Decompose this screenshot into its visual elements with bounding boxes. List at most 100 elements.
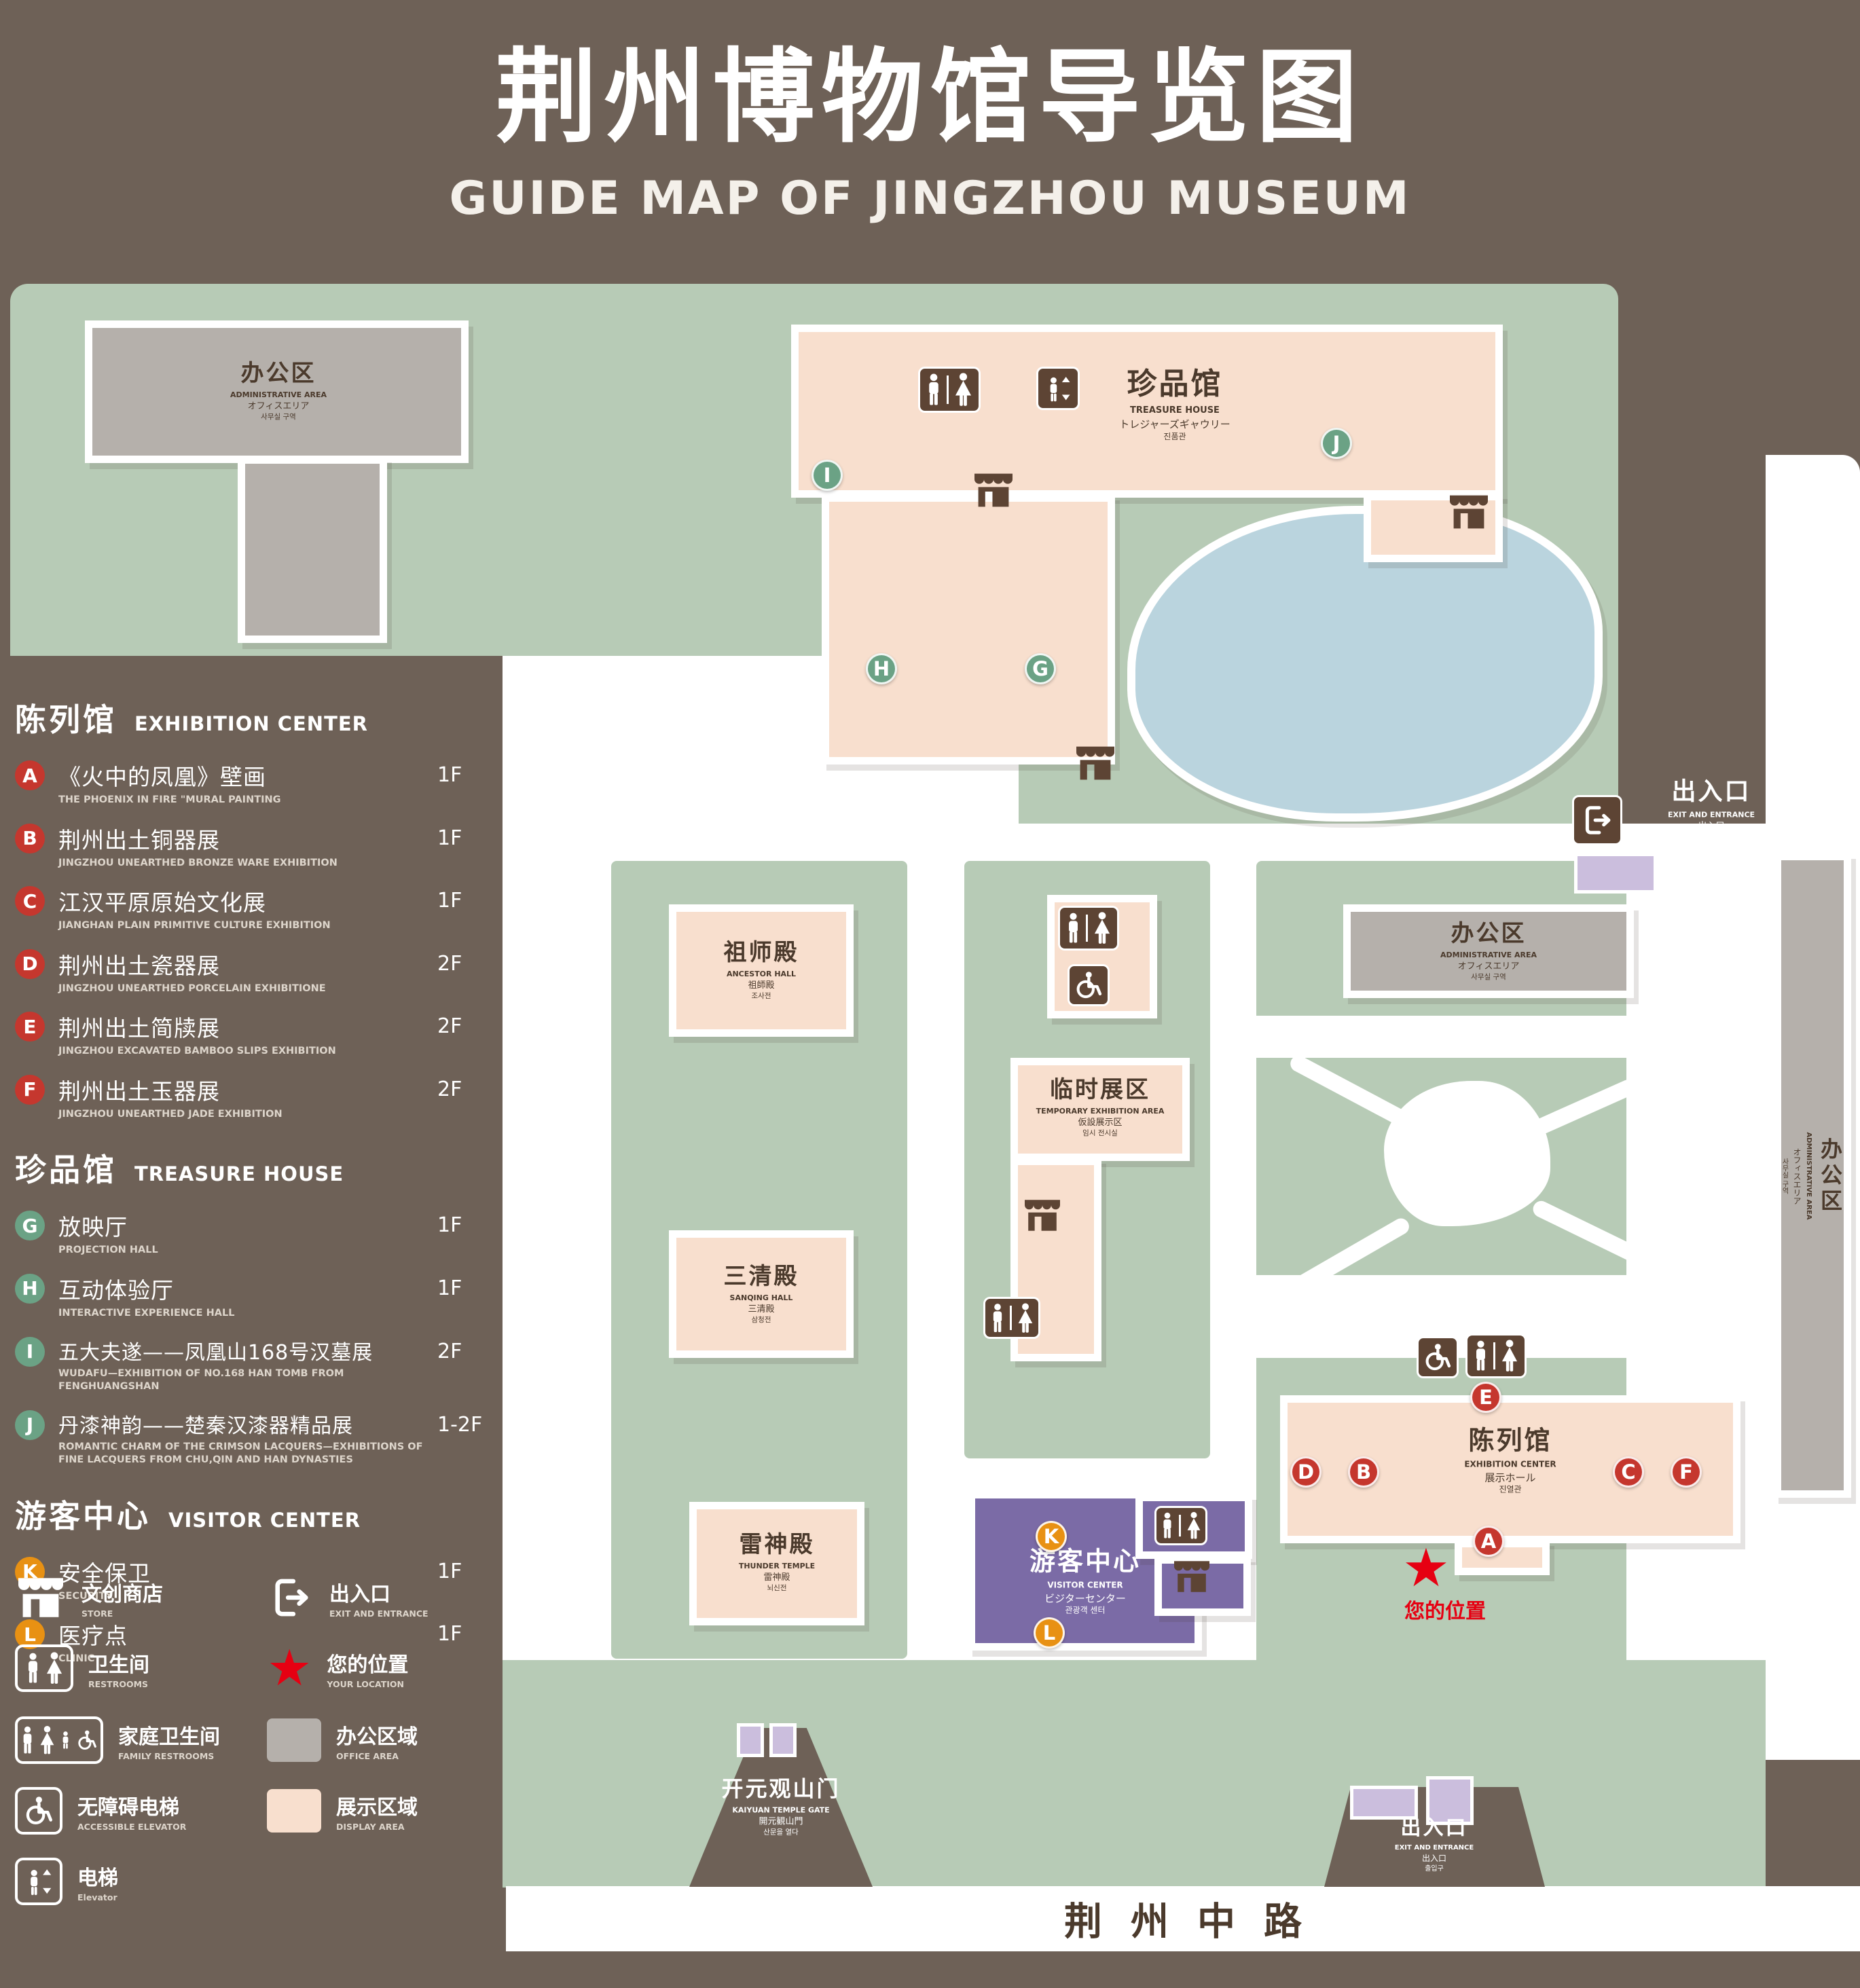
thunder-temple-label: 雷神殿 THUNDER TEMPLE 雷神殿 뇌신전	[738, 1530, 816, 1593]
road	[506, 1886, 1860, 1951]
admin-building-topleft-1	[85, 320, 469, 463]
legend-section-visitor-center: 游客中心 VISITOR CENTER	[15, 1497, 361, 1534]
exit-arrow-icon	[1580, 803, 1614, 837]
male-icon	[26, 1652, 40, 1685]
admin-right-label: 办公区 ADMINISTRATIVE AREA オフィスエリア 사무실 구역	[1440, 919, 1537, 982]
ancestor-hall-label: 祖师殿 ANCESTOR HALL 祖師殿 조사전	[723, 938, 799, 1001]
sanqing-hall-building	[669, 1230, 854, 1358]
treasure-house-west-wing	[822, 494, 1115, 765]
accessible-elevator-icon	[15, 1787, 62, 1835]
elevator-glyph-icon	[22, 1865, 55, 1898]
admin-building-topleft-2	[238, 456, 387, 643]
elevator-icon	[1036, 367, 1080, 410]
admin-building-right	[1343, 904, 1634, 998]
gate-booth-2	[769, 1723, 797, 1757]
divider	[1086, 915, 1088, 942]
legend-section-exhibition-center: 陈列馆 EXHIBITION CENTER	[15, 701, 369, 738]
divider	[1493, 1342, 1495, 1369]
exit-icon	[267, 1575, 314, 1620]
restroom-icon	[15, 1644, 73, 1692]
restroom-icon	[983, 1297, 1040, 1339]
admin-far-right-label: 办公区 ADMINISTRATIVE AREA オフィスエリア 사무실 구역	[1781, 1132, 1843, 1220]
exit-bottom-kiosk-1	[1350, 1786, 1418, 1820]
your-location-star-icon: ★	[267, 1639, 312, 1697]
road-label: 荆州中路	[1064, 1900, 1330, 1945]
child-icon	[60, 1730, 71, 1750]
your-location-label: 您的位置	[1404, 1600, 1486, 1623]
thunder-temple-building	[689, 1502, 864, 1625]
display-area-swatch	[267, 1789, 321, 1833]
your-location-star-icon: ★	[1402, 1538, 1450, 1599]
marker-badge-h: H	[15, 1273, 45, 1304]
map-marker-l: L	[1034, 1617, 1065, 1649]
exit-bottom-kiosk-2	[1426, 1776, 1474, 1825]
male-icon	[1474, 1340, 1488, 1372]
marker-badge-i: I	[15, 1336, 45, 1367]
page-subtitle: GUIDE MAP OF JINGZHOU MUSEUM	[449, 172, 1411, 225]
restroom-icon	[1465, 1333, 1527, 1378]
divider	[1178, 1515, 1181, 1536]
admin-topleft-label: 办公区 ADMINISTRATIVE AREA オフィスエリア 사무실 구역	[230, 359, 327, 422]
gate-label: 开元观山门 KAIYUAN TEMPLE GATE 開元観山門 산문을 열다	[721, 1775, 841, 1837]
exit-top-label: 出入口 EXIT AND ENTRANCE 出入口 출입구	[1667, 777, 1755, 841]
female-icon	[1186, 1511, 1201, 1540]
female-icon	[954, 373, 972, 407]
female-icon	[1017, 1303, 1034, 1333]
marker-badge-l: L	[15, 1619, 45, 1650]
header: 荆州博物馆导览图 GUIDE MAP OF JINGZHOU MUSEUM	[0, 15, 1860, 225]
admin-building-far-right	[1774, 853, 1851, 1498]
marker-badge-e: E	[15, 1012, 45, 1042]
accessible-restroom-icon	[1068, 964, 1110, 1006]
store-icon	[1074, 744, 1116, 782]
male-icon	[1161, 1511, 1173, 1540]
map-marker-j: J	[1321, 428, 1352, 459]
temporary-exhibition-annex	[1010, 1158, 1101, 1361]
restroom-icon	[1154, 1506, 1207, 1545]
store-icon	[972, 471, 1015, 509]
marker-badge-b: B	[15, 823, 45, 853]
restroom-icon	[1058, 906, 1119, 951]
divider	[1009, 1306, 1012, 1330]
store-icon	[1172, 1559, 1211, 1594]
female-icon	[1093, 912, 1111, 944]
ancestor-hall-building	[669, 904, 854, 1037]
store-icon	[15, 1575, 67, 1620]
temporary-exhibition-building	[1010, 1058, 1190, 1161]
marker-badge-g: G	[15, 1211, 45, 1241]
legend-section-treasure-house: 珍品馆 TREASURE HOUSE	[15, 1152, 344, 1189]
exit-icon	[1572, 795, 1622, 845]
wheelchair-icon	[1423, 1342, 1453, 1372]
female-icon	[39, 1725, 55, 1755]
map-marker-h: H	[866, 653, 897, 684]
map-marker-b: B	[1348, 1456, 1379, 1488]
visitor-center-label: 游客中心 VISITOR CENTER ビジターセンター 관광객 센터	[1029, 1546, 1142, 1615]
restroom-icon	[918, 367, 981, 413]
marker-badge-f: F	[15, 1074, 45, 1105]
map-marker-e: E	[1470, 1382, 1501, 1413]
exit-top-kiosk	[1574, 853, 1657, 894]
garden-pond-path	[1384, 1081, 1550, 1226]
accessible-elevator-icon	[1417, 1336, 1459, 1378]
map-marker-g: G	[1025, 653, 1056, 684]
treasure-house-label: 珍品馆 TREASURE HOUSE トレジャーズギャウリー 진품관	[1119, 366, 1230, 441]
gate-booth-1	[737, 1723, 764, 1757]
map-marker-f: F	[1671, 1456, 1702, 1488]
